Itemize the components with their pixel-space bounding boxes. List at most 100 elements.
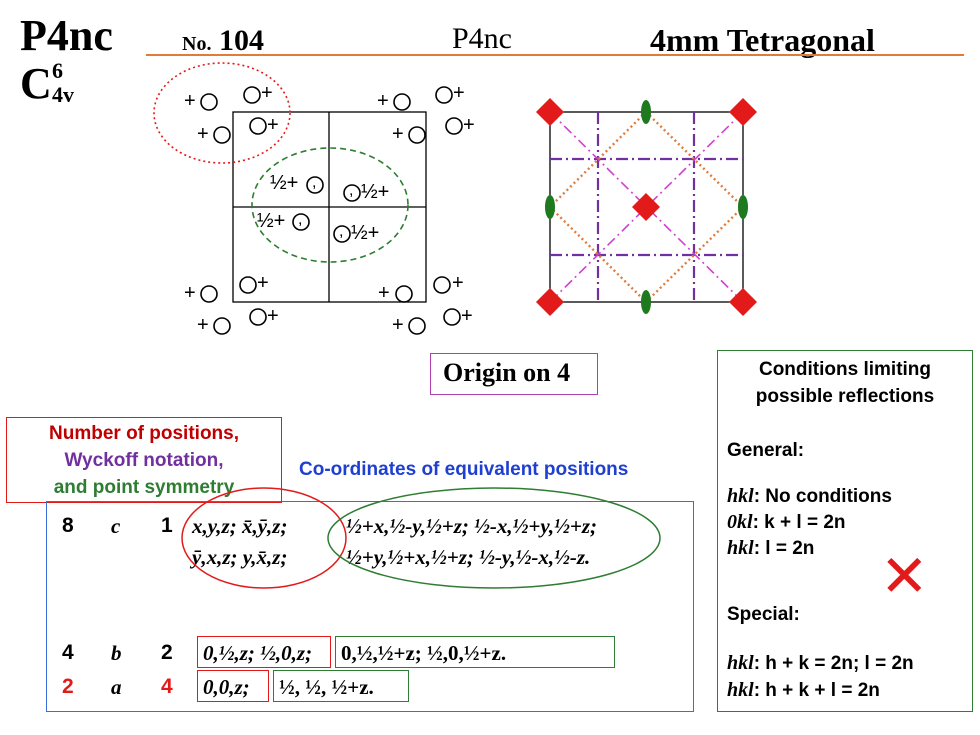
site-symmetry: 1 [161, 514, 173, 537]
half-plus-label: ½+ [361, 181, 390, 203]
condition-index: hkl [727, 537, 754, 559]
plus-label: + [461, 305, 473, 327]
position-circle [243, 86, 261, 104]
schoenflies-symbol: C [20, 62, 52, 106]
wyckoff-letter: a [111, 675, 122, 699]
twofold-axis-symbol [738, 195, 748, 219]
plus-label: + [378, 282, 390, 304]
condition-row: hkl: l = 2n [727, 537, 814, 560]
position-circle [333, 225, 351, 243]
plus-label: + [392, 314, 404, 336]
fourfold-axis-symbol [729, 98, 757, 126]
plus-label: + [452, 272, 464, 294]
coordinates-2a-b: ½, ½, ½+z. [279, 675, 374, 699]
fourfold-axes [536, 98, 757, 316]
number-value: 104 [218, 24, 264, 57]
condition-index: hkl [727, 679, 754, 701]
position-circle [249, 308, 267, 326]
coordinates-title: Co-ordinates of equivalent positions [299, 459, 629, 480]
coordinates-4b-b: 0,½,½+z; ½,0,½+z. [341, 641, 507, 665]
multiplicity: 8 [62, 514, 74, 537]
plus-label: + [257, 272, 269, 294]
unit-cell [232, 111, 427, 303]
multiplicity: 4 [62, 641, 74, 664]
plus-label: + [392, 123, 404, 145]
cross-mark-icon: ✕ [880, 544, 929, 609]
condition-row: hkl: h + k + l = 2n [727, 679, 880, 702]
crystal-class: 4mm Tetragonal [650, 22, 875, 58]
position-circle [200, 93, 218, 111]
plus-label: + [197, 123, 209, 145]
plus-label: + [197, 314, 209, 336]
multiplicity: 2 [62, 675, 74, 698]
condition-row: hkl: h + k = 2n; l = 2n [727, 652, 914, 675]
schoenflies-superscript: 6 [52, 58, 63, 83]
space-group-symbol: P4nc [20, 11, 113, 60]
highlight-ellipse-red [181, 487, 347, 589]
fourfold-axis-symbol [536, 288, 564, 316]
position-circle [443, 308, 461, 326]
half-plus-label: ½+ [270, 172, 299, 194]
position-circle [239, 276, 257, 294]
half-plus-label: ½+ [351, 222, 380, 244]
condition-index: hkl [727, 485, 754, 507]
position-circle [249, 117, 267, 135]
coordinates-8c-line2a: ȳ,x,z; y,x̄,z; [192, 545, 288, 569]
condition-text: : l = 2n [753, 538, 815, 559]
condition-text: : No conditions [753, 486, 892, 507]
fourfold-axis-symbol [632, 193, 660, 221]
plus-label: + [267, 114, 279, 136]
coordinate-box-red [197, 670, 269, 702]
position-circle [445, 117, 463, 135]
coordinate-box-green [273, 670, 409, 702]
position-circle [292, 213, 310, 231]
twofold-axes [545, 100, 748, 314]
space-group-number: No. 104 [182, 24, 264, 58]
wyckoff-letter: c [111, 514, 121, 538]
position-circle [200, 285, 218, 303]
origin-label: Origin on 4 [443, 358, 571, 387]
condition-text: : h + k + l = 2n [753, 680, 880, 701]
plus-label: + [267, 305, 279, 327]
wyckoff-legend-line2: Wyckoff notation, [64, 450, 224, 471]
schoenflies-subscript: 4v [52, 82, 74, 107]
coordinate-box-green [335, 636, 615, 668]
conditions-box [717, 350, 973, 712]
comma-mark: , [312, 174, 317, 191]
conditions-title-line1: Conditions limiting [758, 359, 932, 380]
number-prefix: No. [182, 33, 212, 55]
position-circle [343, 184, 361, 202]
glide-planes [550, 112, 743, 302]
coordinates-4b-a: 0,½,z; ½,0,z; [203, 641, 313, 665]
position-circle [433, 276, 451, 294]
position-circle [213, 126, 231, 144]
condition-text: : h + k = 2n; l = 2n [753, 653, 914, 674]
comma-mark: , [298, 211, 303, 228]
plus-label: + [261, 82, 273, 104]
plus-label: + [377, 90, 389, 112]
plus-label: + [184, 282, 196, 304]
plus-label: + [463, 114, 475, 136]
position-circle [435, 86, 453, 104]
wyckoff-legend-box [6, 417, 282, 503]
condition-row: 0kl: k + l = 2n [727, 511, 846, 534]
twofold-axis-symbol [641, 100, 651, 124]
condition-index: hkl [727, 652, 754, 674]
twofold-axis-symbol [641, 290, 651, 314]
position-circle [306, 176, 324, 194]
space-group-symbol-center: P4nc [452, 22, 512, 55]
site-symmetry: 4 [161, 675, 173, 698]
wyckoff-letter: b [111, 641, 122, 665]
highlight-ellipse-green [251, 147, 409, 263]
comma-mark: , [349, 182, 354, 199]
wyckoff-legend-line3: and point symmetry [53, 477, 235, 498]
site-symmetry: 2 [161, 641, 173, 664]
plus-label: + [453, 82, 465, 104]
plus-label: + [184, 90, 196, 112]
condition-index: 0kl [727, 511, 753, 533]
condition-row: hkl: No conditions [727, 485, 892, 508]
